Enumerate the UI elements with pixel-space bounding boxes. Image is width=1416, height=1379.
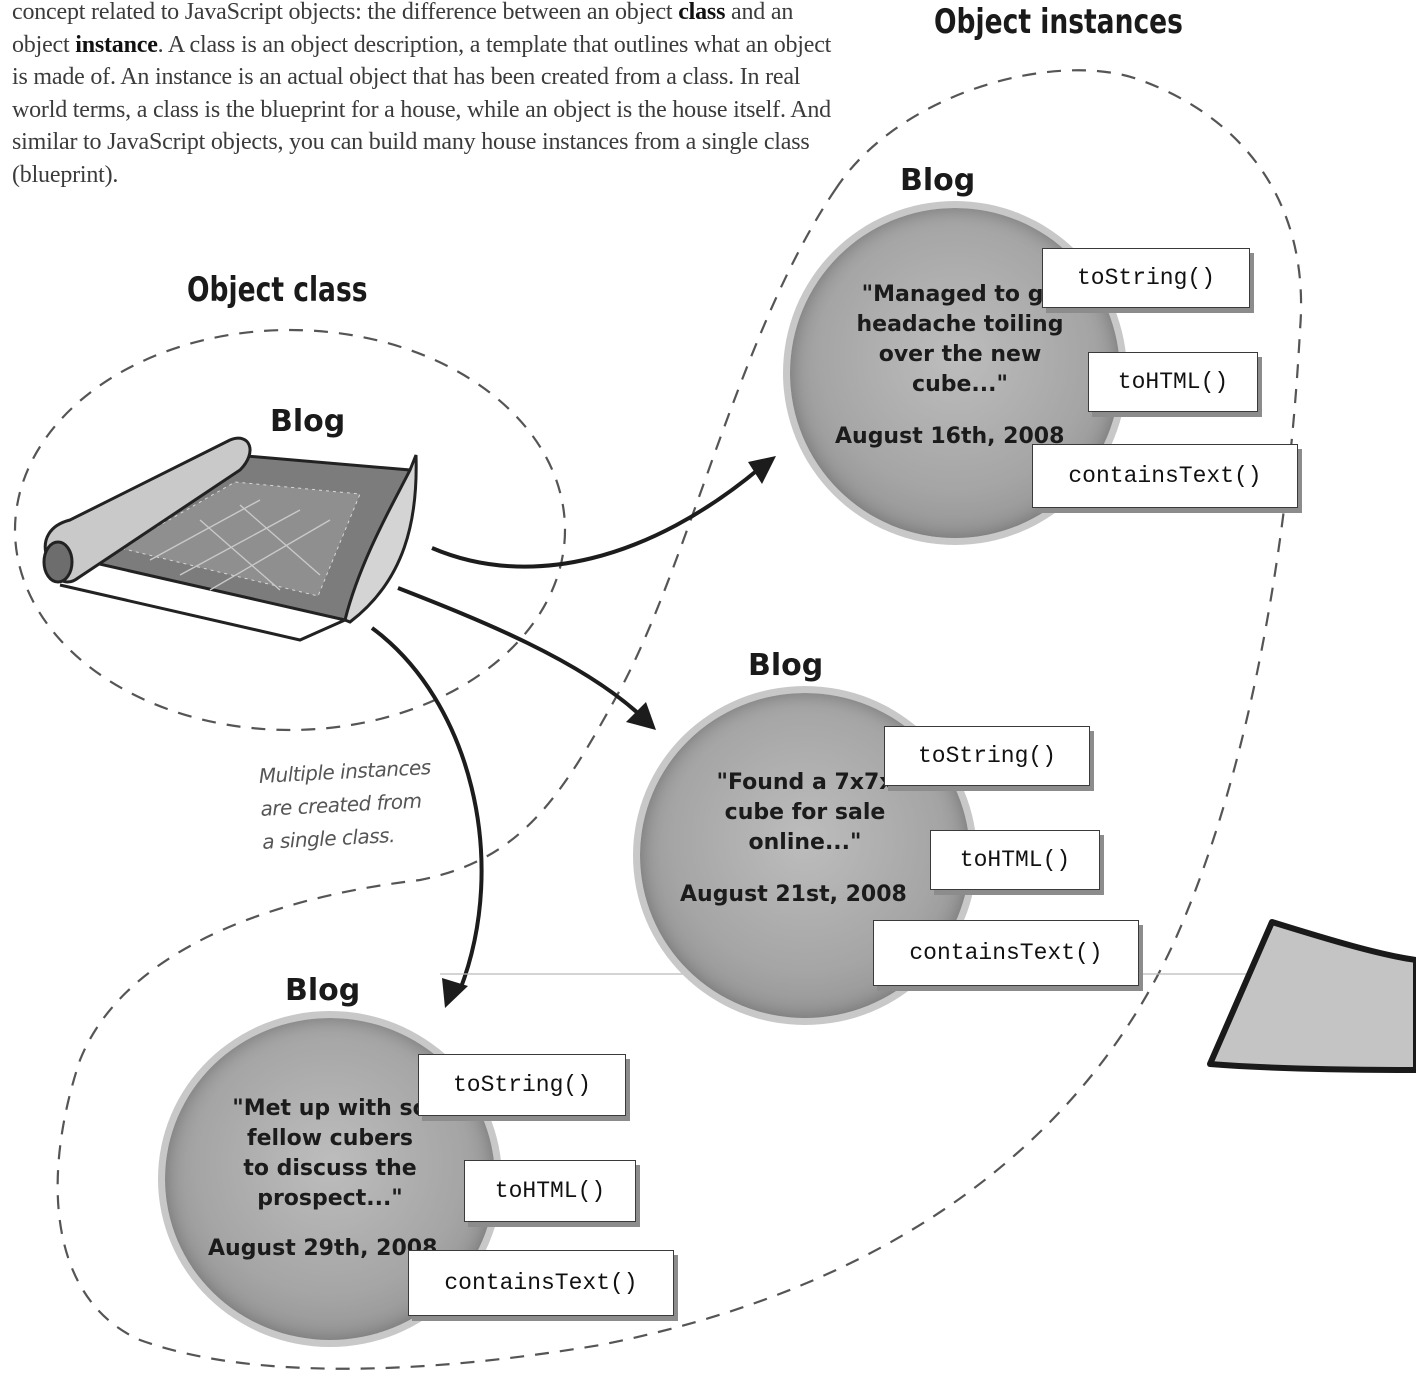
instance-3-method-containstext: containsText()	[408, 1250, 674, 1316]
handwritten-note: Multiple instances are created from a si…	[258, 754, 432, 854]
arrow-to-instance-1	[431, 466, 762, 569]
object-instances-heading: Object instances	[934, 2, 1183, 42]
instance-2-quote: "Found a 7x7x cube for sale online..."	[716, 770, 894, 855]
instances-region-outline	[56, 69, 1303, 1370]
instance-3-method-tostring: toString()	[418, 1054, 626, 1116]
instance-2-method-containstext: containsText()	[873, 920, 1139, 986]
instance-2-method-tohtml: toHTML()	[930, 830, 1100, 890]
intro-bold-instance: instance	[75, 31, 158, 58]
class-blog-label: Blog	[270, 404, 346, 439]
intro-text-3: . A class is an object description, a te…	[12, 31, 832, 188]
object-class-heading: Object class	[187, 270, 368, 310]
intro-paragraph: concept related to JavaScript objects: t…	[12, 0, 832, 191]
arrowhead-2	[626, 702, 656, 730]
instance-3-date: August 29th, 2008	[208, 1236, 438, 1261]
intro-bold-class: class	[678, 0, 726, 25]
instance-3-method-tohtml: toHTML()	[464, 1160, 636, 1222]
class-region-outline	[13, 328, 567, 732]
arrow-to-instance-3	[370, 626, 484, 991]
instance-2-method-tostring: toString()	[884, 726, 1090, 786]
instance-1-title: Blog	[900, 163, 976, 198]
instance-1-method-tostring: toString()	[1042, 248, 1250, 308]
intro-text-2: and an object	[12, 0, 794, 58]
instance-1-method-containstext: containsText()	[1032, 444, 1298, 508]
instance-3-title: Blog	[285, 973, 361, 1008]
arrow-to-instance-2	[397, 586, 642, 717]
instance-2-title: Blog	[748, 648, 824, 683]
blueprint-scroll-icon	[42, 436, 418, 642]
partial-gray-shape	[1207, 919, 1416, 1073]
instance-1-method-tohtml: toHTML()	[1088, 352, 1258, 412]
intro-text-1: concept related to JavaScript objects: t…	[12, 0, 679, 25]
arrowhead-1	[748, 456, 776, 484]
arrowhead-3	[442, 978, 468, 1008]
instance-3-quote: "Met up with so fellow cubers to discuss…	[232, 1096, 428, 1211]
instance-1-date: August 16th, 2008	[835, 424, 1065, 449]
instance-2-date: August 21st, 2008	[680, 882, 907, 907]
